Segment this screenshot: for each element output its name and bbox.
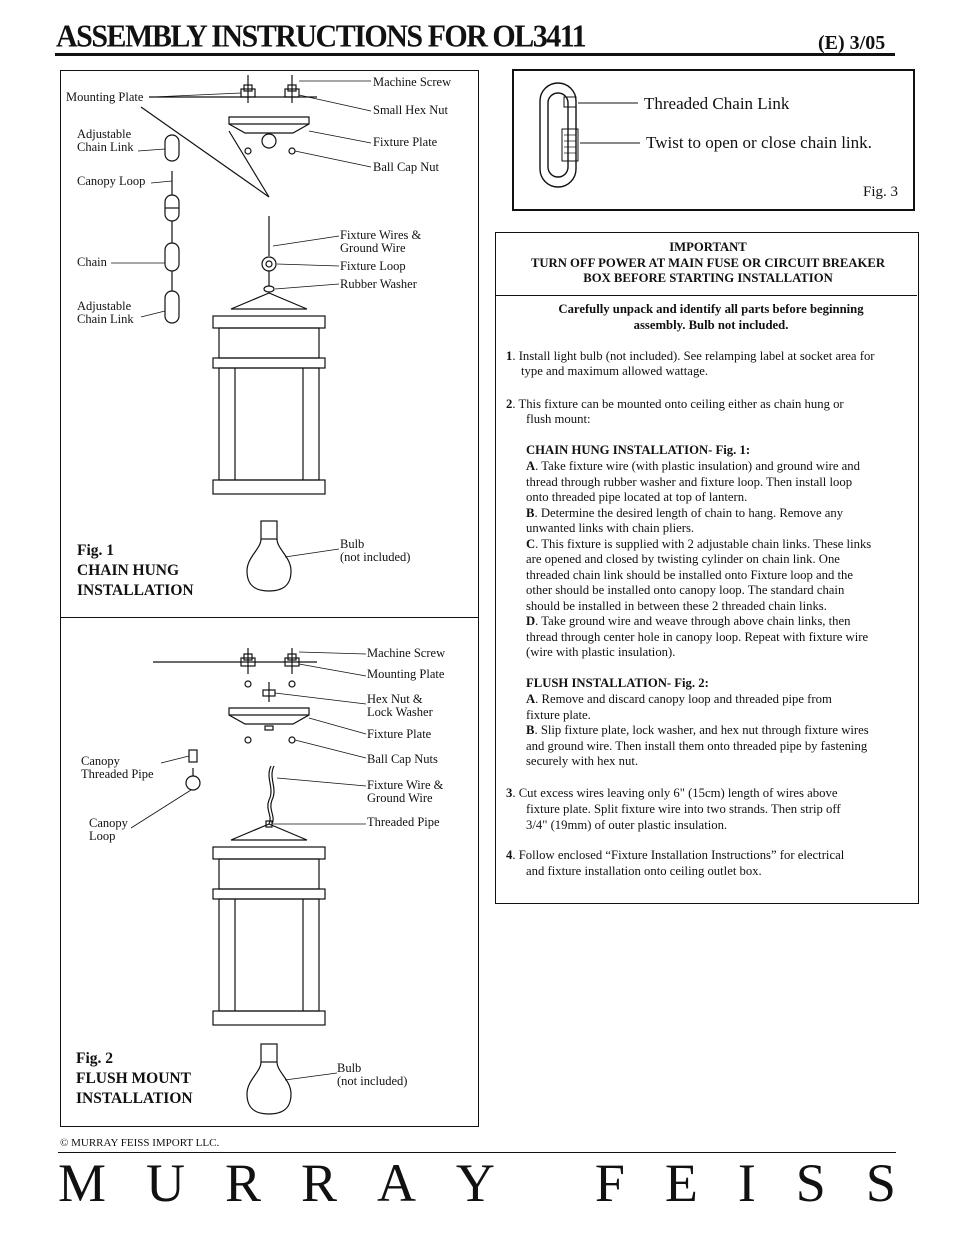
label-rubber-washer: Rubber Washer xyxy=(340,277,417,291)
fig3-panel: Threaded Chain Link Twist to open or clo… xyxy=(512,69,915,211)
threaded-chain-link-label: Threaded Chain Link xyxy=(644,94,790,113)
flush-heading: FLUSH INSTALLATION- Fig. 2: xyxy=(526,676,709,690)
label-hex-nut: Hex Nut &Lock Washer xyxy=(367,692,433,719)
important-line-1: TURN OFF POWER AT MAIN FUSE OR CIRCUIT B… xyxy=(530,256,886,270)
revision-label: (E) 3/05 xyxy=(818,32,886,54)
fig3-label: Fig. 3 xyxy=(863,184,899,200)
fig1-drawing xyxy=(111,75,372,592)
important-line-2: BOX BEFORE STARTING INSTALLATION xyxy=(583,271,833,285)
step-3-cont: fixture plate. Split fixture wire into t… xyxy=(526,802,841,832)
label-mounting-plate-2: Mounting Plate xyxy=(367,667,445,681)
label-chain: Chain xyxy=(77,255,107,269)
label-machine-screw: Machine Screw xyxy=(373,75,452,89)
step-2-cont: flush mount: xyxy=(526,412,591,426)
label-fixture-plate-2: Fixture Plate xyxy=(367,727,432,741)
step-4-cont: and fixture installation onto ceiling ou… xyxy=(526,864,762,878)
step-1-cont: type and maximum allowed wattage. xyxy=(521,364,709,378)
label-bulb-2: Bulb(not included) xyxy=(337,1061,408,1088)
chain-link-drawing xyxy=(539,82,640,188)
flush-steps: A. Remove and discard canopy loop and th… xyxy=(526,692,869,768)
step-4: 4. Follow enclosed “Fixture Installation… xyxy=(506,848,845,862)
label-canopy-loop: Canopy Loop xyxy=(77,174,146,188)
chain-hung-heading: CHAIN HUNG INSTALLATION- Fig. 1: xyxy=(526,443,751,457)
label-ball-cap-nut: Ball Cap Nut xyxy=(373,160,439,174)
instructions-panel: IMPORTANT TURN OFF POWER AT MAIN FUSE OR… xyxy=(495,232,919,904)
step-2: 2. This fixture can be mounted onto ceil… xyxy=(506,397,844,411)
label-fixture-wires: Fixture Wires &Ground Wire xyxy=(340,228,422,255)
fig1-panel: Machine Screw Mounting Plate Small Hex N… xyxy=(60,70,479,618)
label-machine-screw-2: Machine Screw xyxy=(367,646,446,660)
twist-label: Twist to open or close chain link. xyxy=(646,133,872,152)
important-title: IMPORTANT xyxy=(669,240,747,254)
instructions-divider xyxy=(496,295,917,296)
unpack-line-1: Carefully unpack and identify all parts … xyxy=(558,302,864,316)
title-rule xyxy=(55,53,895,56)
unpack-line-2: assembly. Bulb not included. xyxy=(633,318,789,332)
step-3: 3. Cut excess wires leaving only 6" (15c… xyxy=(506,786,838,800)
label-threaded-pipe: Threaded Pipe xyxy=(367,815,440,829)
chain-step-a: A. Take fixture wire (with plastic insul… xyxy=(526,459,872,659)
label-small-hex-nut: Small Hex Nut xyxy=(373,103,448,117)
label-fixture-loop: Fixture Loop xyxy=(340,259,406,273)
fig2-drawing xyxy=(130,648,367,1115)
label-fixture-wire: Fixture Wire &Ground Wire xyxy=(367,778,444,805)
label-fixture-plate: Fixture Plate xyxy=(373,135,438,149)
footer-rule xyxy=(58,1152,896,1153)
document-title: ASSEMBLY INSTRUCTIONS FOR OL3411 xyxy=(56,19,587,54)
fig2-panel: Machine Screw Mounting Plate Hex Nut &Lo… xyxy=(60,617,479,1127)
label-bulb: Bulb(not included) xyxy=(340,537,411,564)
label-ball-cap-nuts: Ball Cap Nuts xyxy=(367,752,438,766)
copyright: © MURRAY FEISS IMPORT LLC. xyxy=(60,1137,220,1149)
step-1: 1. Install light bulb (not included). Se… xyxy=(506,349,875,363)
label-mounting-plate: Mounting Plate xyxy=(66,90,144,104)
